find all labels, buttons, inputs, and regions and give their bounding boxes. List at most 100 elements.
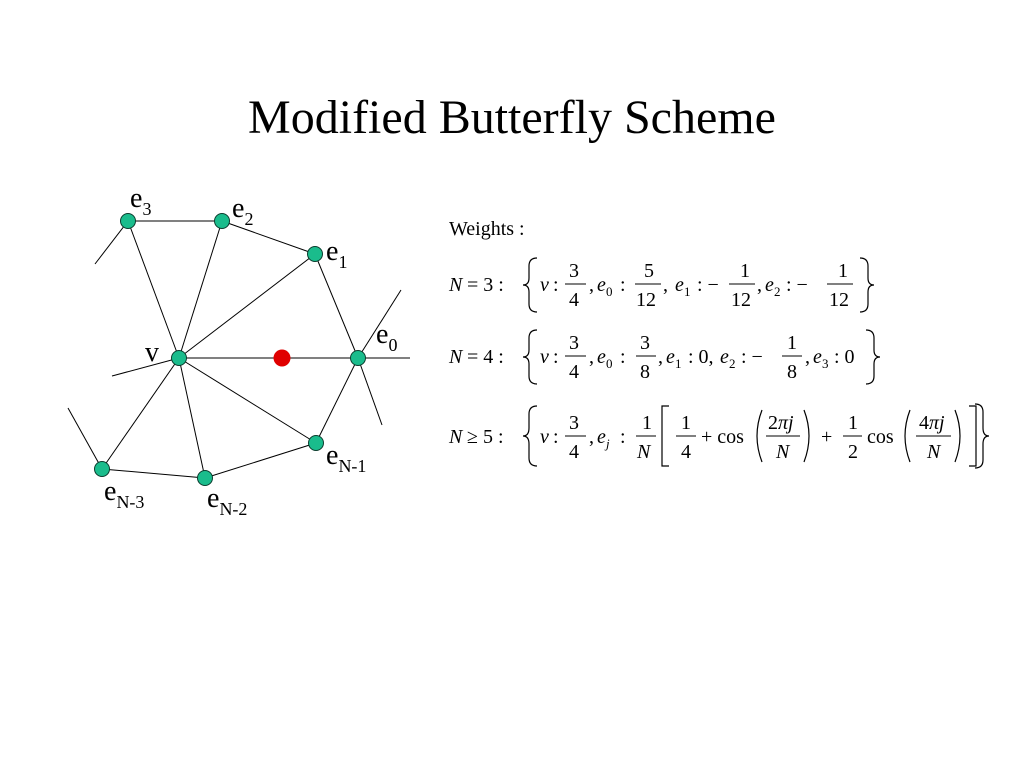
label-e1: e1 — [326, 236, 347, 272]
label-eN1: eN-1 — [326, 440, 366, 476]
vertex-eN3 — [94, 461, 110, 477]
svg-text:3: 3 — [569, 260, 579, 282]
svg-text:3: 3 — [822, 356, 829, 371]
svg-text:: −: : − — [786, 274, 808, 296]
spoke-v-stub-left — [111, 357, 180, 377]
spoke-v-e2 — [178, 220, 223, 359]
svg-text:12: 12 — [636, 289, 656, 311]
spoke-v-eN3 — [101, 357, 180, 470]
svg-text:4: 4 — [919, 412, 929, 434]
label-eN2: eN-2 — [207, 483, 247, 519]
svg-text:v: v — [540, 426, 549, 448]
svg-text:4: 4 — [569, 361, 579, 383]
svg-text:+ cos: + cos — [701, 426, 744, 448]
svg-text::: : — [553, 426, 559, 448]
svg-text:12: 12 — [731, 289, 751, 311]
svg-text:e: e — [597, 426, 606, 448]
mesh-vertices — [94, 213, 366, 486]
svg-text:e: e — [675, 274, 684, 296]
svg-text:1: 1 — [740, 260, 750, 282]
edge-e0-eN1 — [315, 357, 359, 444]
label-e2: e2 — [232, 193, 253, 229]
svg-text:1: 1 — [684, 284, 691, 299]
vertex-labels: v e3 e2 e1 e0 eN-1 eN-2 eN-3 — [104, 183, 397, 519]
label-e0: e0 — [376, 319, 397, 355]
svg-text:= 4 :: = 4 : — [467, 346, 504, 368]
svg-text:N: N — [448, 426, 464, 448]
svg-text:1: 1 — [642, 412, 652, 434]
svg-text:N: N — [775, 441, 791, 463]
edge-e2-e1 — [221, 220, 316, 255]
svg-text:j: j — [604, 436, 610, 451]
svg-text:4: 4 — [569, 289, 579, 311]
weights-heading: Weights : — [449, 218, 525, 240]
label-eN3: eN-3 — [104, 476, 144, 512]
svg-text:N: N — [636, 441, 652, 463]
svg-text:+: + — [821, 426, 832, 448]
svg-text:≥ 5 :: ≥ 5 : — [467, 426, 504, 448]
svg-text:1: 1 — [848, 412, 858, 434]
spoke-v-e1 — [178, 253, 316, 359]
spoke-v-eN1 — [178, 357, 317, 444]
svg-text:2: 2 — [768, 412, 778, 434]
svg-text:v: v — [540, 274, 549, 296]
svg-text:1: 1 — [681, 412, 691, 434]
svg-text:e: e — [597, 346, 606, 368]
vertex-e2 — [214, 213, 230, 229]
svg-text:e: e — [666, 346, 675, 368]
svg-text:5: 5 — [644, 260, 654, 282]
svg-text:,: , — [805, 346, 810, 368]
vertex-e0 — [350, 350, 366, 366]
mesh-edges — [67, 220, 410, 479]
svg-text::: : — [620, 426, 626, 448]
svg-text:0: 0 — [606, 284, 613, 299]
label-v: v — [145, 337, 159, 368]
svg-text:1: 1 — [838, 260, 848, 282]
svg-text:2: 2 — [729, 356, 736, 371]
svg-text:,: , — [658, 346, 663, 368]
vertex-e3 — [120, 213, 136, 229]
svg-text:3: 3 — [640, 332, 650, 354]
svg-text:πj: πj — [929, 412, 945, 434]
svg-text:1: 1 — [675, 356, 682, 371]
svg-text:N: N — [448, 346, 464, 368]
vertex-eN2 — [197, 470, 213, 486]
edge-e0-stub-down — [357, 357, 383, 426]
svg-text:πj: πj — [778, 412, 794, 434]
svg-text::: : — [620, 274, 626, 296]
edge-e3-stub — [94, 220, 129, 265]
svg-text:,: , — [757, 274, 762, 296]
vertex-eN1 — [308, 435, 324, 451]
svg-text:8: 8 — [640, 361, 650, 383]
svg-text:: 0,: : 0, — [688, 346, 714, 368]
spoke-v-e3 — [127, 220, 180, 359]
svg-text::: : — [620, 346, 626, 368]
svg-text:,: , — [589, 426, 594, 448]
svg-text::: : — [553, 346, 559, 368]
svg-text:2: 2 — [774, 284, 781, 299]
svg-text:,: , — [589, 346, 594, 368]
svg-text:1: 1 — [787, 332, 797, 354]
svg-text:3: 3 — [569, 412, 579, 434]
edge-e1-e0 — [314, 253, 359, 359]
svg-text:12: 12 — [829, 289, 849, 311]
spoke-v-eN2 — [178, 357, 206, 479]
svg-text:N: N — [448, 274, 464, 296]
svg-text:e: e — [765, 274, 774, 296]
edge-eN1-eN2 — [204, 442, 317, 479]
svg-text:N: N — [926, 441, 942, 463]
label-e3: e3 — [130, 183, 151, 219]
svg-text:e: e — [720, 346, 729, 368]
vertex-e1 — [307, 246, 323, 262]
vertex-v — [171, 350, 187, 366]
edge-eN2-eN3 — [101, 468, 206, 479]
svg-text:3: 3 — [569, 332, 579, 354]
edge-eN3-stub — [67, 407, 103, 470]
svg-text::: : — [553, 274, 559, 296]
svg-text:2: 2 — [848, 441, 858, 463]
svg-text:= 3 :: = 3 : — [467, 274, 504, 296]
